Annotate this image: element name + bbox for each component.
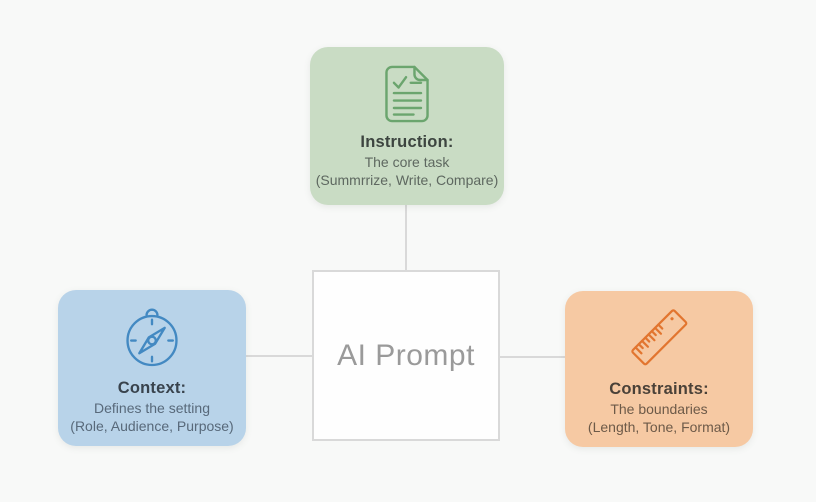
context-node: Context: Defines the setting (Role, Audi… bbox=[58, 290, 246, 446]
connector-left-horizontal bbox=[245, 355, 313, 357]
ai-prompt-box: AI Prompt bbox=[312, 270, 500, 441]
node-examples: (Length, Tone, Format) bbox=[587, 418, 731, 435]
node-examples: (Summrrize, Write, Compare) bbox=[315, 171, 499, 188]
connector-right-horizontal bbox=[499, 356, 566, 358]
connector-top-vertical bbox=[405, 204, 407, 271]
document-check-icon bbox=[379, 63, 435, 125]
node-title: Instruction: bbox=[360, 133, 454, 151]
node-title: Constraints: bbox=[609, 380, 709, 398]
node-examples: (Role, Audience, Purpose) bbox=[70, 417, 234, 434]
node-subtitle: Defines the setting bbox=[94, 399, 210, 416]
ruler-icon bbox=[624, 302, 694, 372]
node-subtitle: The core task bbox=[364, 153, 450, 170]
node-subtitle: The boundaries bbox=[610, 400, 708, 417]
ai-prompt-label: AI Prompt bbox=[337, 338, 475, 372]
node-title: Context: bbox=[117, 379, 187, 397]
compass-icon bbox=[123, 301, 181, 371]
constraints-node: Constraints: The boundaries (Length, Ton… bbox=[565, 291, 753, 447]
instruction-node: Instruction: The core task (Summrrize, W… bbox=[310, 47, 504, 205]
